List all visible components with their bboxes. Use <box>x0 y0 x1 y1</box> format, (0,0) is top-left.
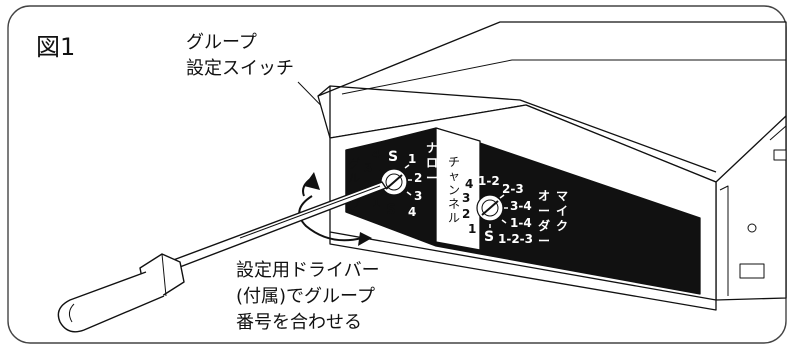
channel-switch[interactable] <box>476 194 504 222</box>
figure-label: 図1 <box>36 33 75 61</box>
group-label-2: ル <box>348 171 360 185</box>
rotation-arrow-head-bottom <box>358 232 372 246</box>
mic-label-1: マ <box>556 189 568 203</box>
channel-mark-1: 1 <box>468 222 476 236</box>
group-mark-s-top: S <box>388 149 398 165</box>
channel-dial-ticks <box>489 194 508 228</box>
channel-label-5: ル <box>448 211 460 225</box>
channel-mark-4: 4 <box>465 177 473 191</box>
group-mark-1: 1 <box>372 196 380 210</box>
order-label-2: ー <box>538 204 550 218</box>
callout-switch-line1: グループ <box>186 32 257 53</box>
mic-label-3: ク <box>556 219 568 233</box>
channel-switch-slot <box>481 200 499 216</box>
order-label-3: ダ <box>538 218 550 233</box>
channel-label-2: ャ <box>448 169 460 183</box>
callout-driver-line3: 番号を合わせる <box>236 312 362 333</box>
callout-driver-line1: 設定用ドライバー <box>236 260 380 281</box>
group-mark-4: 4 <box>372 147 380 161</box>
group-mark-r3: 3 <box>414 189 422 203</box>
device-body <box>317 21 787 311</box>
narrow-label-3: ー <box>426 171 438 185</box>
channel-mark-s: S <box>484 229 494 245</box>
rotation-arrow-head-top <box>304 172 320 190</box>
channel-mark-1-2: 1-2 <box>478 174 500 188</box>
channel-mark-2: 2 <box>462 207 470 221</box>
narrow-label-1: ナ <box>426 141 438 155</box>
channel-mark-1-2-3: 1-2-3 <box>498 232 533 246</box>
channel-mark-3-4: 3-4 <box>510 199 532 213</box>
channel-label-3: ン <box>448 183 460 197</box>
channel-label-4: ネ <box>448 197 460 211</box>
group-mark-s-bottom: S <box>386 202 396 218</box>
group-mark-r2: 2 <box>414 171 422 185</box>
group-switch[interactable] <box>380 168 408 196</box>
channel-mark-3: 3 <box>462 191 470 205</box>
order-label-4: ー <box>538 234 550 248</box>
group-dial-ticks <box>404 164 412 196</box>
group-mark-r4: 4 <box>408 205 416 219</box>
narrow-label-2: ロ <box>426 156 438 170</box>
group-switch-slot <box>385 174 403 190</box>
channel-mark-1-4: 1-4 <box>510 216 532 230</box>
group-mark-3: 3 <box>364 161 372 175</box>
group-label-1: グ <box>348 157 360 171</box>
mic-label-2: イ <box>556 204 568 218</box>
callout-driver-line2: (付属)でグループ <box>236 286 375 307</box>
order-label-1: オ <box>538 189 550 203</box>
callout-switch-line2: 設定スイッチ <box>186 58 294 79</box>
group-mark-r1: 1 <box>408 152 416 166</box>
channel-mark-2-3: 2-3 <box>502 182 524 196</box>
channel-label-1: チ <box>448 155 460 169</box>
screwdriver <box>57 181 387 333</box>
group-label-4: プ <box>348 199 360 213</box>
group-mark-2: 2 <box>364 178 372 192</box>
